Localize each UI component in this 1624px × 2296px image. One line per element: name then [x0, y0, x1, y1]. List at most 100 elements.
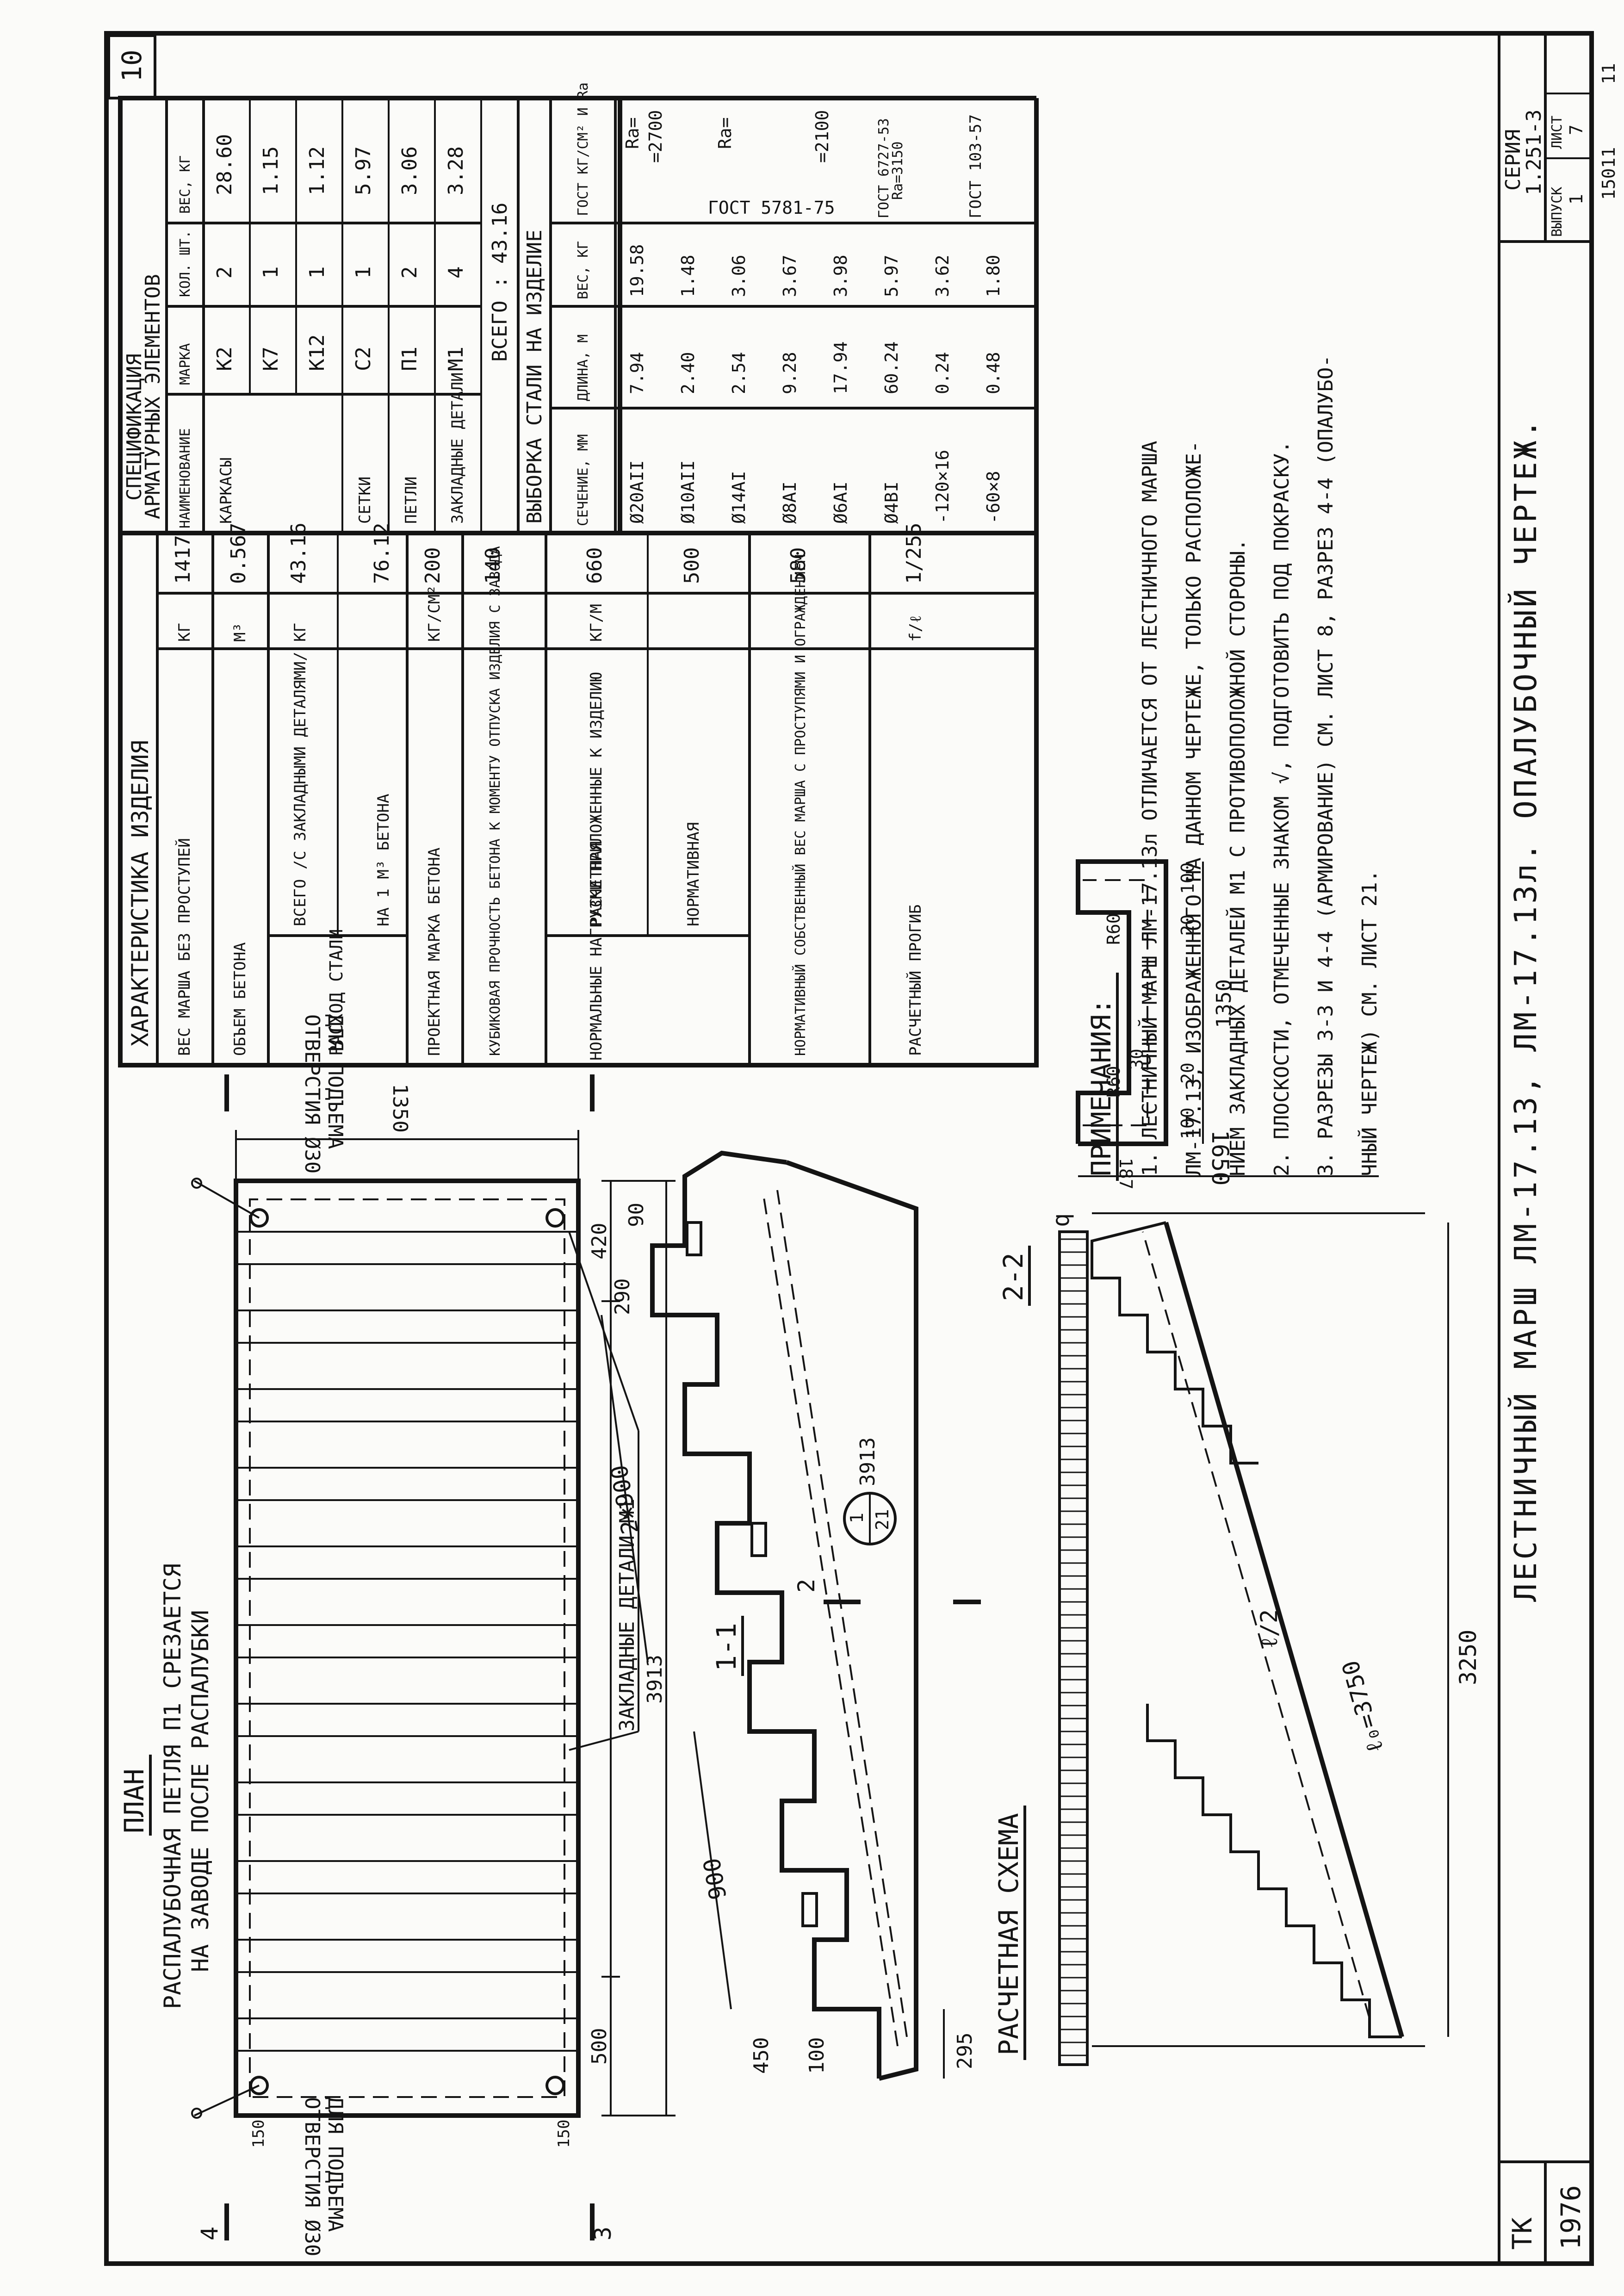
gost2b: Ra=3150 — [890, 142, 906, 200]
selection-row-weight: 3.06 — [729, 254, 749, 297]
stamp-page-small: 11 — [1599, 63, 1619, 84]
scheme-label: РАСЧЕТНАЯ СХЕМА — [993, 1813, 1024, 2055]
spec-row-mark: К2 — [213, 347, 236, 371]
char-row-label: РАСЧЕТНЫЙ ПРОГИБ — [906, 904, 925, 1056]
note-line: 2. ПЛОСКОСТИ, ОТМЕЧЕННЫЕ ЗНАКОМ √, ПОДГО… — [1270, 441, 1294, 1176]
section-1-1-label: 1-1 — [711, 1623, 742, 1671]
dim-20b: 20 — [1178, 914, 1198, 936]
selection-row-length: 0.48 — [983, 352, 1004, 394]
sheet-title: ЛЕСТНИЧНЫЙ МАРШ ЛМ-17.13, ЛМ-17.13л. ОПА… — [1507, 417, 1543, 1602]
note-line: 1. ЛЕСТНИЧНЫЙ МАРШ ЛМ-17.13л ОТЛИЧАЕТСЯ … — [1137, 441, 1162, 1176]
ra1v: =2700 — [645, 110, 666, 163]
ra1: Ra= — [622, 117, 643, 149]
dim-900: 900 — [698, 1856, 732, 1902]
plan-step-lines — [236, 1231, 578, 2052]
spec-header: НАИМЕНОВАНИЕ — [177, 428, 193, 528]
scheme-3250: 3250 — [1455, 1630, 1481, 1685]
char-row-unit: М³ — [231, 623, 249, 642]
loop-mark — [191, 1178, 202, 1189]
selection-title: ВЫБОРКА СТАЛИ НА ИЗДЕЛИЕ — [523, 230, 546, 524]
dim-3913: 3913 — [856, 1437, 880, 1486]
selection-row-length: 17.94 — [831, 341, 851, 394]
selection-rows: Ø20АII7.9419.58Ø10АII2.401.48Ø14АI2.543.… — [627, 244, 1004, 524]
spec-title1: СПЕЦИФИКАЦИЯ — [123, 354, 146, 501]
selection-header: ДЛИНА, М — [575, 335, 591, 402]
selection-row-section: Ø4BI — [881, 481, 902, 524]
spec-row-mark: С2 — [352, 347, 375, 371]
char-row-label: НОРМАТИВНАЯ — [684, 822, 703, 926]
char-row-label: РАСЧЕТНАЯ — [587, 841, 606, 926]
scheme-1650: 1650 — [1207, 1130, 1233, 1185]
selection-row-length: 2.54 — [729, 352, 749, 394]
selection-row-weight: 1.48 — [678, 254, 698, 297]
dim-150b: 150 — [555, 2120, 573, 2148]
dim-line — [693, 1731, 732, 2010]
scheme-dashed — [1142, 1231, 1370, 2019]
selection-row-length: 7.94 — [627, 352, 647, 394]
hole-label-bottom2: ДЛЯ ПОДЪЕМА — [323, 1014, 347, 1149]
section-2-2-label: 2-2 — [998, 1253, 1029, 1301]
dim-length: 3913 — [643, 1655, 667, 1704]
scheme-beam — [1164, 1222, 1404, 2038]
char-row-value: 200 — [421, 547, 445, 584]
note-line: ЧНЫЙ ЧЕРТЕЖ) СМ. ЛИСТ 21. — [1357, 870, 1382, 1176]
frame-border — [104, 31, 1594, 2266]
char-title: ХАРАКТЕРИСТИКА ИЗДЕЛИЯ — [127, 740, 154, 1047]
char-row-unit: КГ/СМ² — [425, 585, 444, 642]
r60a: R60 — [1103, 1066, 1124, 1098]
char-row-label: ВЕС МАРША БЕЗ ПРОСТУПЕЙ — [175, 838, 194, 1056]
spec-row-qty: 1 — [305, 267, 329, 279]
spec-row-weight: 5.97 — [352, 146, 375, 195]
hole-label-top2: ДЛЯ ПОДЪЕМА — [323, 2097, 347, 2232]
spec-total: ВСЕГО : 43.16 — [488, 203, 512, 362]
leader-line — [194, 1180, 260, 1219]
spec-row-mark: П1 — [398, 347, 421, 371]
stamp-series-label: СЕРИЯ — [1501, 130, 1525, 191]
selection-header: ВЕС, КГ — [575, 241, 591, 299]
stamp-issue: 1 — [1566, 194, 1587, 205]
dim-line — [601, 1315, 649, 1663]
char-row-label: НА 1 М³ БЕТОНА — [374, 794, 393, 926]
char-row-label: ВСЕГО /С ЗАКЛАДНЫМИ ДЕТАЛЯМИ/ — [291, 652, 310, 926]
stamp-sheet-label: ЛИСТ — [1549, 116, 1565, 149]
ra2v: =2100 — [812, 110, 832, 163]
spec-title2: АРМАТУРНЫХ ЭЛЕМЕНТОВ — [141, 274, 165, 519]
char-row-label: ПРОЕКТНАЯ МАРКА БЕТОНА — [425, 848, 444, 1056]
selection-row-weight: 3.98 — [831, 254, 851, 297]
selection-row-length: 0.24 — [932, 352, 953, 394]
spec-header: КОЛ. ШТ. — [177, 230, 193, 298]
char-row-value: 1417 — [171, 535, 195, 584]
spec-row-name: ПЕТЛИ — [402, 477, 421, 524]
dim-295: 295 — [953, 2033, 977, 2069]
embedded-plate — [801, 1892, 818, 1927]
dim-500: 500 — [588, 2028, 611, 2065]
spec-row-mark: К12 — [305, 335, 329, 371]
section-2-mark: 2 — [793, 1579, 820, 1593]
loop-mark — [191, 2108, 202, 2119]
dim-290: 290 — [611, 1278, 634, 1315]
spec-row-qty: 1 — [259, 267, 283, 279]
spec-row-qty: 2 — [398, 267, 421, 279]
dim-30: 30 — [1127, 1049, 1147, 1070]
spec-row-weight: 3.28 — [444, 146, 468, 195]
scheme-steps-upper — [1091, 1221, 1258, 1464]
selection-table: ВЫБОРКА СТАЛИ НА ИЗДЕЛИЕ СЕЧЕНИЕ, ММДЛИН… — [518, 82, 1039, 535]
reinforcement-dashed — [776, 1190, 908, 2037]
selection-row-length: 9.28 — [780, 352, 800, 394]
selection-row-section: Ø6АI — [831, 481, 851, 524]
selection-row-section: -60×8 — [983, 471, 1004, 524]
lifting-hole — [545, 2076, 565, 2095]
gost2: ГОСТ 6727-53 — [876, 118, 892, 218]
notes-block: ПРИМЕЧАНИЯ: 1. ЛЕСТНИЧНЫЙ МАРШ ЛМ-17.13л… — [1085, 355, 1382, 1181]
dim-150a: 150 — [249, 2120, 268, 2148]
selection-row-weight: 3.62 — [932, 254, 953, 297]
lifting-hole — [545, 1208, 565, 1228]
dim-100: 100 — [805, 2037, 829, 2074]
spec-rows: КАРКАСЫК2228.60К711.15К1211.12СЕТКИС215.… — [213, 134, 468, 524]
spec-row-weight: 1.12 — [305, 146, 329, 195]
spec-row-name: ЗАКЛАДНЫЕ ДЕТАЛИ — [448, 372, 467, 524]
stamp-org: ТК — [1506, 2217, 1538, 2250]
